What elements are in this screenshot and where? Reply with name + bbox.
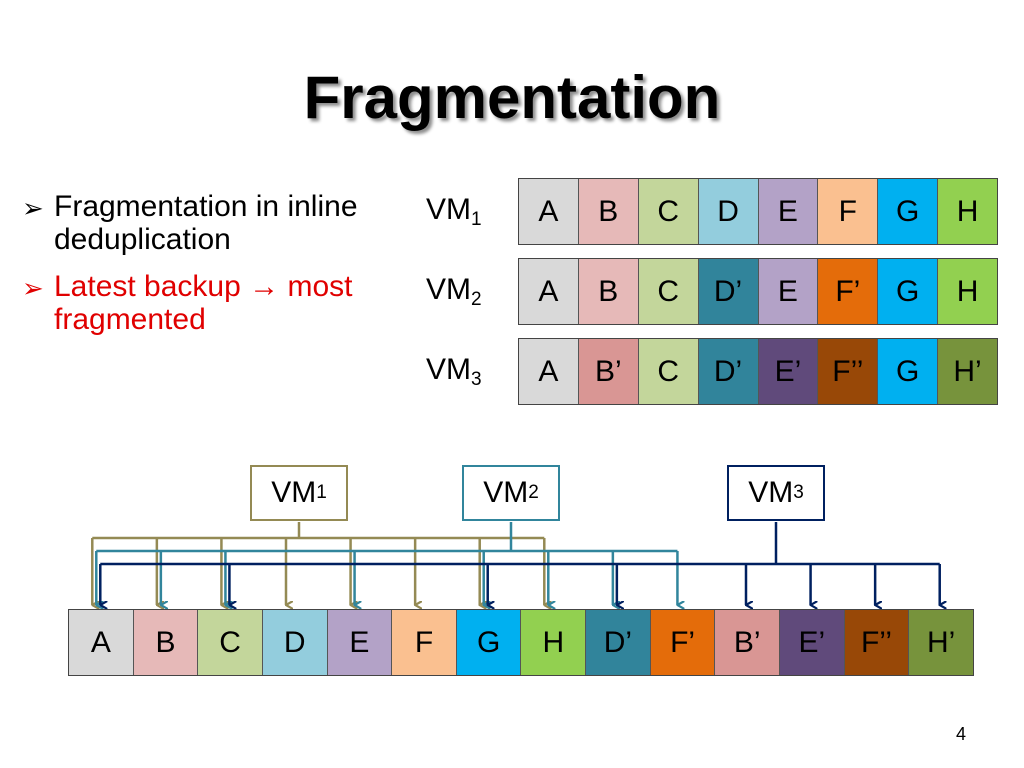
chunk-cell: B <box>577 259 638 324</box>
chunk-cell: A <box>519 259 578 324</box>
arrow-bullet-icon: ➢ <box>22 273 44 303</box>
stored-chunk-cell: F’’ <box>843 610 909 675</box>
stored-chunk-cell: E <box>326 610 392 675</box>
bullet-fragmentation: ➢ Fragmentation in inline deduplication <box>22 190 402 256</box>
chunk-cell: E’ <box>757 339 818 404</box>
arrow-bullet-icon: ➢ <box>22 193 44 223</box>
page-number: 4 <box>955 724 966 744</box>
slide-title: Fragmentation <box>303 64 721 131</box>
vm-row-label: VM1 <box>426 193 482 230</box>
chunk-cell: F <box>817 179 878 244</box>
chunk-cell: G <box>877 339 938 404</box>
chunk-cell: G <box>877 179 938 244</box>
chunk-cell: H’ <box>937 339 997 404</box>
chunk-cell: C <box>637 259 698 324</box>
chunk-cell: D <box>697 179 758 244</box>
chunk-cell: D’ <box>697 339 758 404</box>
vm-row-label: VM2 <box>426 273 482 310</box>
chunk-cell: D’ <box>697 259 758 324</box>
stored-chunk-cell: B <box>132 610 198 675</box>
stored-chunk-cell: D’ <box>585 610 650 675</box>
bullet-text: Fragmentation in inline deduplication <box>54 190 358 256</box>
chunk-cell: C <box>637 339 698 404</box>
bullet-latest-backup: ➢ Latest backup → most fragmented <box>22 270 402 336</box>
stored-chunk-cell: H <box>520 610 586 675</box>
bullet-text: Latest backup → most fragmented <box>54 270 353 336</box>
chunk-cell: F’’ <box>817 339 878 404</box>
stored-chunk-cell: F’ <box>649 610 715 675</box>
stored-chunk-cell: D <box>261 610 327 675</box>
chunk-cell: C <box>637 179 698 244</box>
stored-chunk-cell: G <box>455 610 521 675</box>
stored-chunk-cell: H’ <box>908 610 973 675</box>
chunk-cell: H <box>937 179 997 244</box>
chunk-cell: H <box>937 259 997 324</box>
chunk-cell: E <box>757 259 818 324</box>
stored-chunk-cell: B’ <box>714 610 780 675</box>
chunk-cell: G <box>877 259 938 324</box>
bullet-list: ➢ Fragmentation in inline deduplication … <box>22 190 402 350</box>
stored-chunk-cell: F <box>391 610 456 675</box>
chunk-cell: A <box>519 179 578 244</box>
stored-chunk-cell: A <box>69 610 133 675</box>
chunk-cell: F’ <box>817 259 878 324</box>
stored-chunk-cell: E’ <box>779 610 844 675</box>
chunk-cell: B’ <box>577 339 638 404</box>
vm-row-label: VM3 <box>426 353 482 390</box>
chunk-cell: B <box>577 179 638 244</box>
stored-chunk-cell: C <box>197 610 262 675</box>
chunk-cell: A <box>519 339 578 404</box>
chunk-cell: E <box>757 179 818 244</box>
